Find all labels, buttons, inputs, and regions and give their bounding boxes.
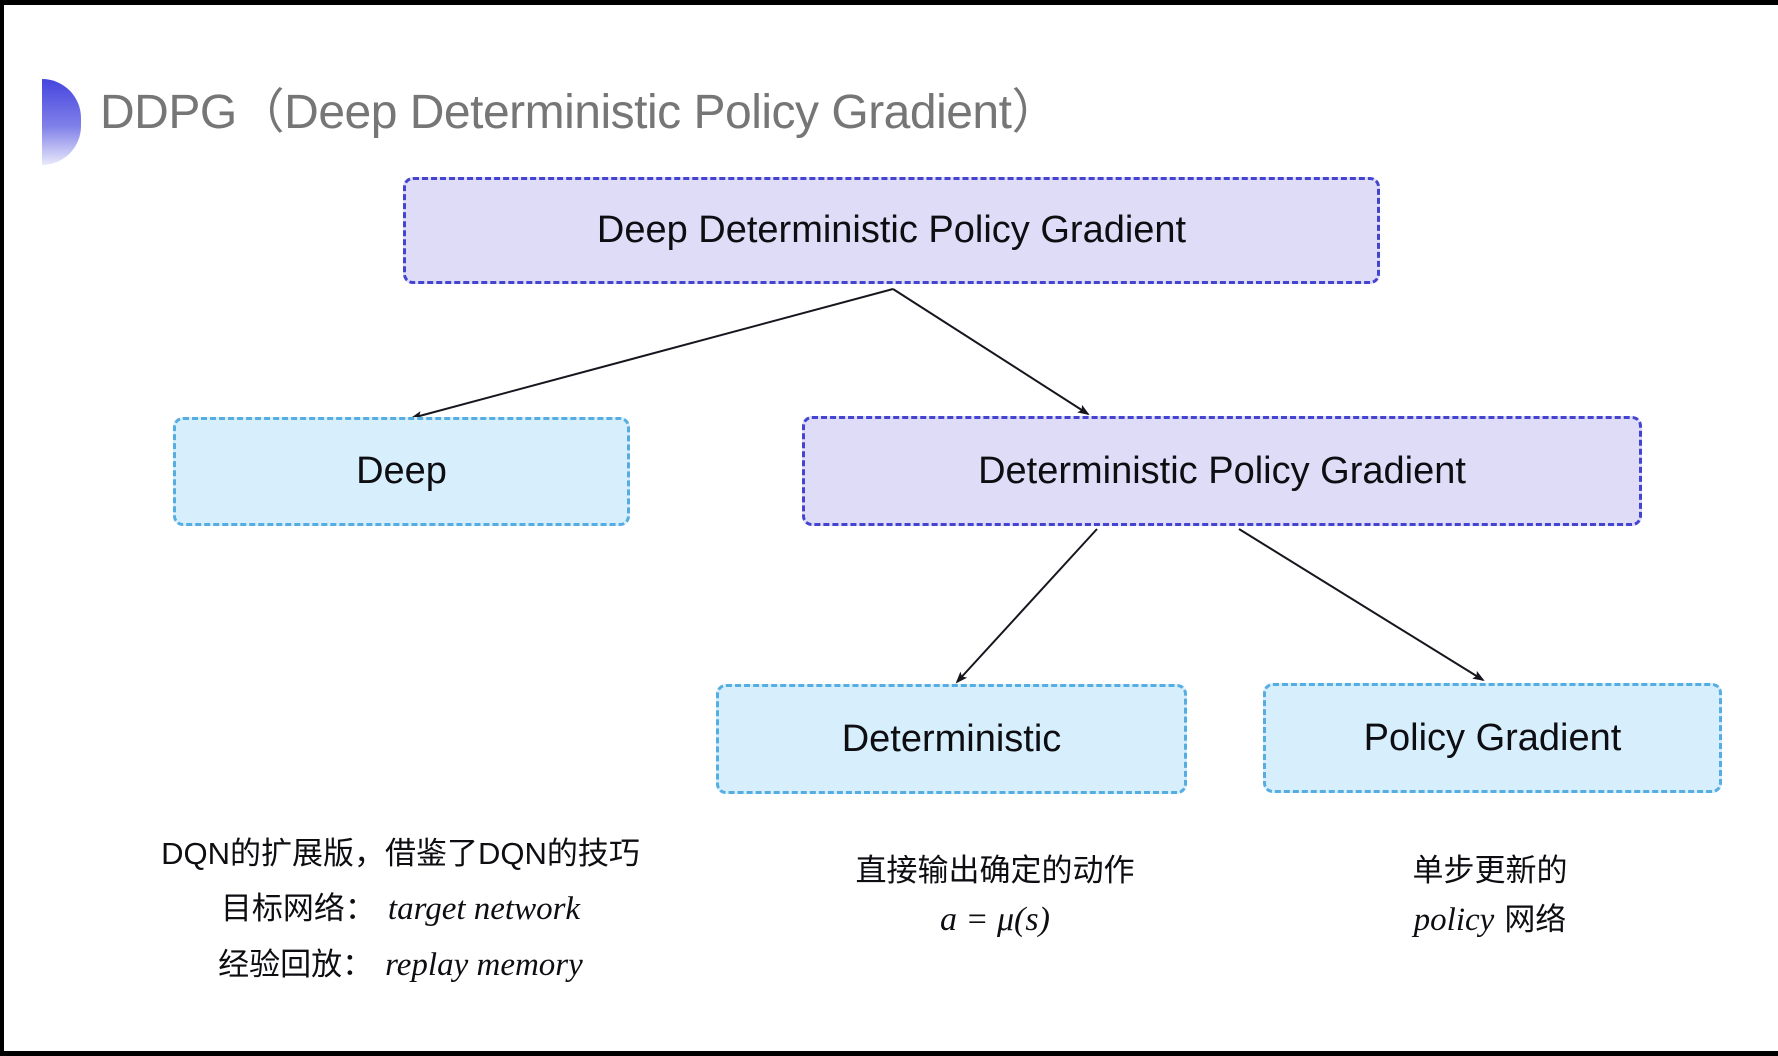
- connector-root-to-deep: [410, 288, 894, 420]
- screen-edge-bottom: [0, 1051, 1778, 1056]
- policy-word-italic: policy: [1413, 902, 1495, 938]
- note-deterministic: 直接输出确定的动作 a = μ(s): [790, 846, 1200, 944]
- tree-node-deterministic-policy-gradient: Deterministic Policy Gradient: [802, 416, 1642, 526]
- tree-node-dpg-label: Deterministic Policy Gradient: [978, 449, 1466, 492]
- tree-node-deep: Deep: [173, 417, 630, 526]
- target-network-value: target network: [387, 891, 581, 927]
- slide-title: DDPG（Deep Deterministic Policy Gradient）: [100, 86, 1059, 139]
- connector-dpg-to-policy-gradient: [1238, 528, 1485, 682]
- tree-node-policy-gradient-label: Policy Gradient: [1363, 716, 1622, 759]
- tree-node-policy-gradient: Policy Gradient: [1263, 683, 1722, 793]
- tree-node-root: Deep Deterministic Policy Gradient: [403, 177, 1380, 284]
- note-deep: DQN的扩展版，借鉴了DQN的技巧 目标网络： target network 经验…: [118, 826, 683, 993]
- note-policy-gradient-line2: policy 网络: [1285, 895, 1695, 945]
- note-deep-line1: DQN的扩展版，借鉴了DQN的技巧: [161, 836, 640, 871]
- tree-node-deterministic: Deterministic: [716, 684, 1187, 794]
- note-deep-line3: 经验回放： replay memory: [118, 937, 683, 993]
- note-deterministic-line1: 直接输出确定的动作: [855, 853, 1135, 888]
- note-deep-line2: 目标网络： target network: [118, 881, 683, 937]
- tree-node-deterministic-label: Deterministic: [841, 717, 1062, 760]
- replay-memory-value: replay memory: [385, 947, 583, 983]
- screen-edge-top: [0, 0, 1778, 5]
- note-policy-gradient-line1: 单步更新的: [1412, 853, 1568, 888]
- connector-root-to-dpg: [892, 288, 1090, 416]
- deterministic-formula: a = μ(s): [940, 901, 1050, 938]
- connector-dpg-to-deterministic: [955, 528, 1098, 684]
- note-policy-gradient: 单步更新的 policy 网络: [1285, 846, 1695, 945]
- tree-node-deep-label: Deep: [356, 450, 447, 492]
- policy-word-rest: 网络: [1504, 902, 1567, 937]
- replay-memory-label: 经验回放：: [218, 947, 374, 982]
- title-bullet-icon: [42, 79, 81, 165]
- screen-edge-left: [0, 0, 4, 1056]
- tree-node-root-label: Deep Deterministic Policy Gradient: [596, 209, 1187, 251]
- target-network-label: 目标网络：: [220, 891, 376, 926]
